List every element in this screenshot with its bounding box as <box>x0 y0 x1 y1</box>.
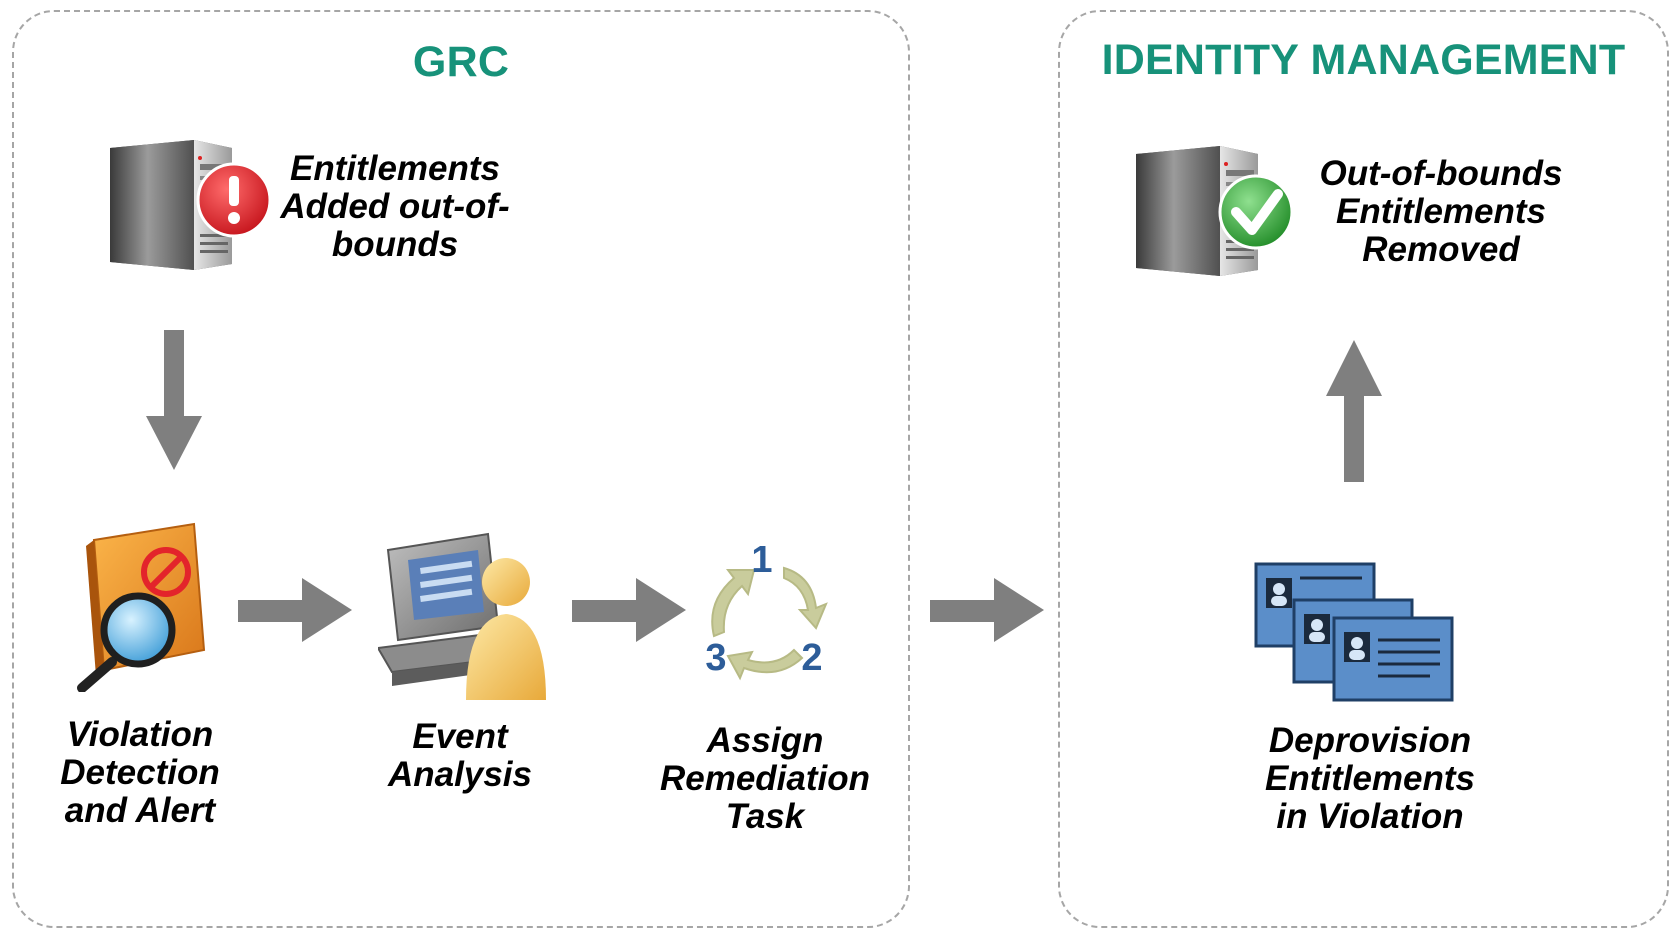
idm-server-label: Out-of-bounds Entitlements Removed <box>1319 154 1563 269</box>
cycle-number-3: 3 <box>705 637 726 679</box>
step-label-deprovision: Deprovision Entitlements in Violation <box>1264 721 1476 836</box>
step-label-event-analysis: Event Analysis <box>388 717 532 794</box>
arrow-down-icon <box>146 330 202 470</box>
arrow-right-icon <box>572 578 686 642</box>
arrow-right-icon <box>238 578 352 642</box>
id-cards-icon <box>1254 562 1454 702</box>
cycle-number-1: 1 <box>751 546 772 581</box>
grc-server-label: Entitlements Added out-of- bounds <box>280 149 510 264</box>
identity-management-panel: IDENTITY MANAGEMENT <box>1058 10 1669 928</box>
step-label-violation-detection: Violation Detection and Alert <box>60 715 220 830</box>
arrow-right-icon <box>930 578 1044 642</box>
grc-panel: GRC <box>12 10 910 928</box>
step-label-assign-remediation: Assign Remediation Task <box>659 721 871 836</box>
grc-title: GRC <box>412 38 510 86</box>
server-alert-icon <box>110 140 272 270</box>
cycle-icon: 1 2 3 <box>705 546 828 681</box>
identity-management-title: IDENTITY MANAGEMENT <box>1101 36 1626 84</box>
arrow-up-icon <box>1326 340 1382 482</box>
server-check-icon <box>1136 146 1294 276</box>
computer-user-icon <box>378 532 546 700</box>
book-magnifier-icon <box>77 522 206 692</box>
cycle-number-2: 2 <box>801 637 822 679</box>
